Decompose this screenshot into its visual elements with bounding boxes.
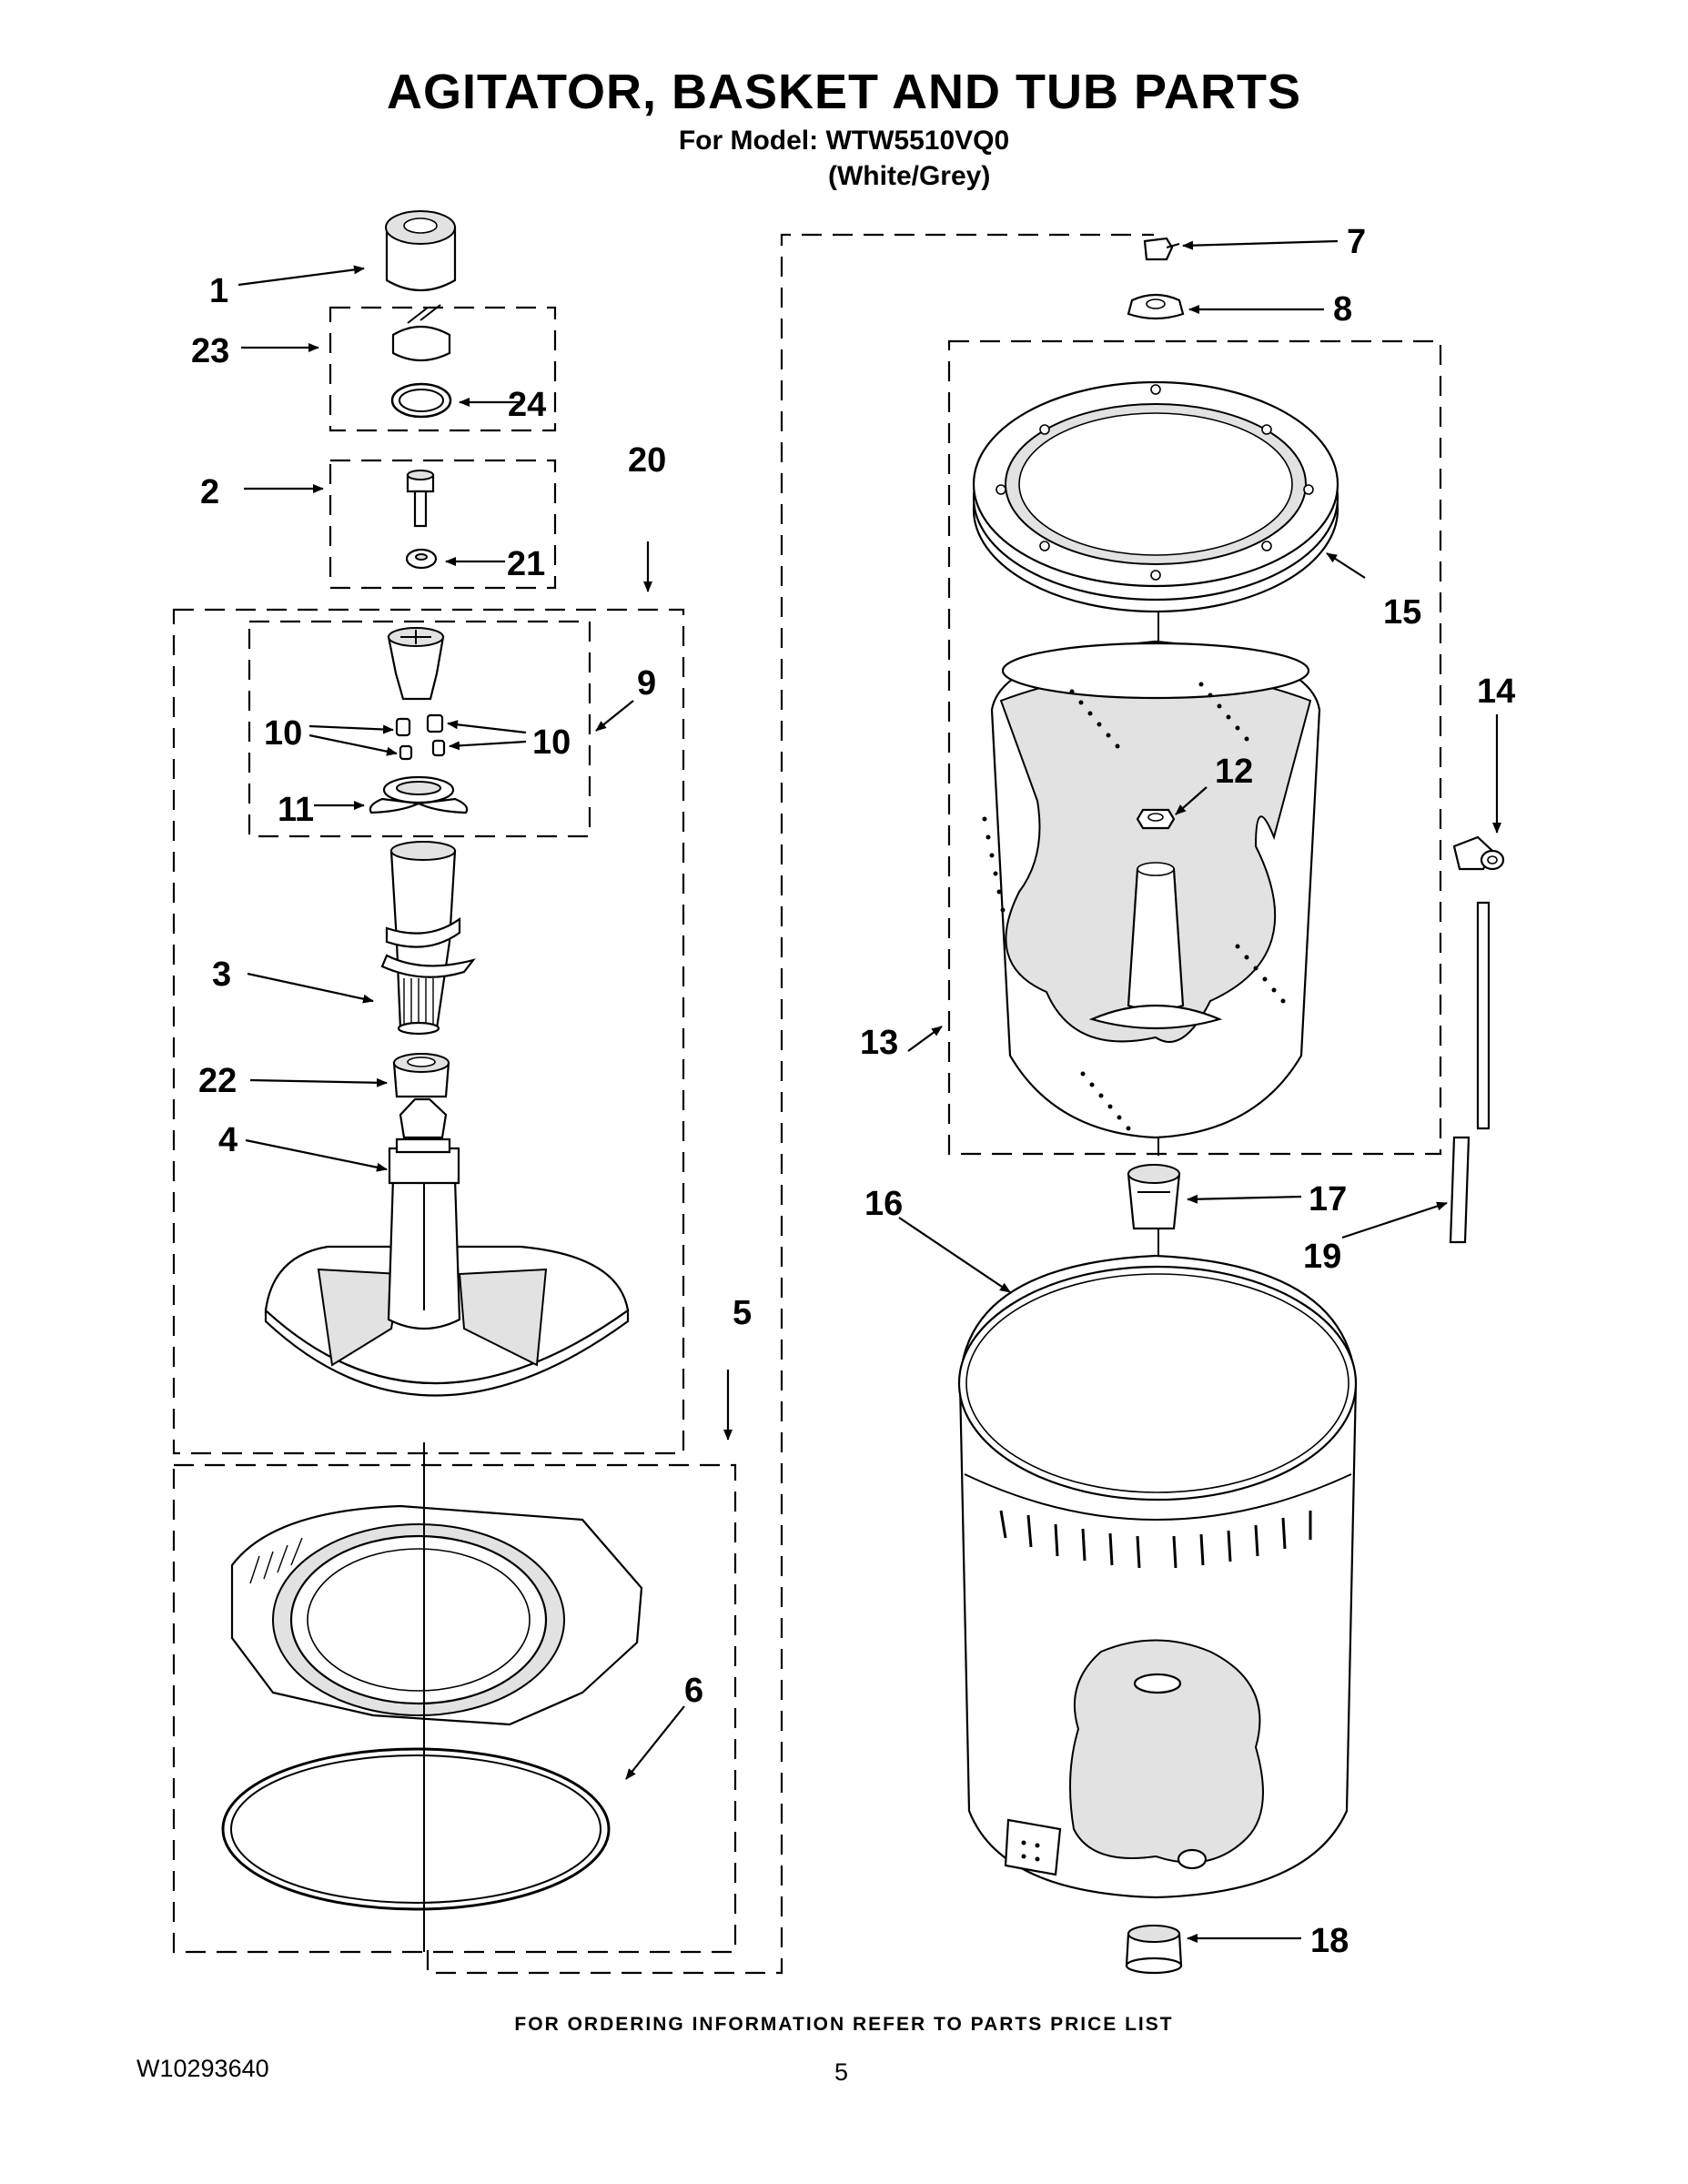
part-5-tub-ring — [230, 1504, 643, 1729]
document-number: W10293640 — [136, 2055, 269, 2082]
callout-19: 19 — [1303, 1238, 1341, 1276]
callout-21: 21 — [507, 545, 545, 583]
part-2-bolt — [406, 470, 435, 528]
part-19-hose — [1449, 901, 1491, 1244]
callout-5: 5 — [733, 1294, 752, 1332]
part-11-cam — [369, 775, 469, 814]
callout-18: 18 — [1310, 1922, 1349, 1960]
part-3-auger — [380, 841, 476, 1036]
callout-14: 14 — [1477, 672, 1515, 711]
callout-12: 12 — [1215, 753, 1253, 791]
callout-13: 13 — [860, 1024, 898, 1062]
basket-assembly-bracket — [426, 233, 1154, 1975]
part-14-hose-clamp — [1452, 835, 1505, 871]
model-line: For Model: WTW5510VQ0 — [678, 126, 1010, 156]
callout-4: 4 — [218, 1121, 238, 1159]
callout-3: 3 — [212, 956, 231, 994]
part-16-outer-tub — [957, 1254, 1358, 1899]
model-variant: (White/Grey) — [828, 161, 991, 191]
group-box-15 — [947, 339, 1442, 1156]
group-box-2 — [329, 459, 557, 590]
part-9-dog-assembly — [387, 627, 445, 701]
callout-8: 8 — [1333, 290, 1352, 329]
leader-arrows — [238, 239, 1501, 1943]
part-24-o-ring — [390, 382, 452, 419]
callout-2: 2 — [200, 473, 219, 511]
part-7-clip — [1143, 237, 1180, 261]
callout-7: 7 — [1347, 223, 1366, 261]
part-18-plug — [1125, 1925, 1183, 1975]
callout-10-right: 10 — [532, 723, 571, 762]
group-box-9 — [248, 620, 591, 838]
part-13-wash-basket — [982, 640, 1321, 1139]
page-title: AGITATOR, BASKET AND TUB PARTS — [387, 65, 1301, 119]
callout-15: 15 — [1383, 593, 1421, 632]
callout-16: 16 — [864, 1185, 903, 1223]
callout-9: 9 — [637, 664, 656, 703]
group-box-5 — [172, 1463, 737, 1954]
part-1-agitator-cap — [385, 210, 457, 292]
part-17-hub — [1127, 1164, 1181, 1230]
part-8-seal — [1127, 293, 1185, 320]
callout-24: 24 — [508, 386, 546, 424]
part-4-agitator-base — [264, 1097, 630, 1397]
group-box-20 — [172, 608, 685, 1455]
callout-17: 17 — [1309, 1180, 1347, 1218]
part-10-agitator-dogs — [395, 713, 446, 761]
ordering-note: FOR ORDERING INFORMATION REFER TO PARTS … — [514, 2014, 1174, 2035]
callout-20: 20 — [628, 441, 666, 480]
callout-1: 1 — [209, 272, 228, 310]
callout-23: 23 — [191, 332, 229, 370]
part-23-cap-insert — [391, 304, 451, 362]
part-6-gasket — [221, 1747, 611, 1911]
part-15-balance-ring — [972, 380, 1339, 613]
callout-10-left: 10 — [264, 714, 302, 753]
part-21-washer — [405, 548, 438, 570]
group-box-23 — [329, 306, 557, 432]
callout-22: 22 — [198, 1062, 237, 1100]
part-22-bearing — [392, 1053, 450, 1098]
part-12-nut — [1136, 808, 1176, 830]
callout-11: 11 — [278, 791, 314, 829]
callout-6: 6 — [684, 1672, 703, 1710]
page-number: 5 — [834, 2058, 849, 2086]
